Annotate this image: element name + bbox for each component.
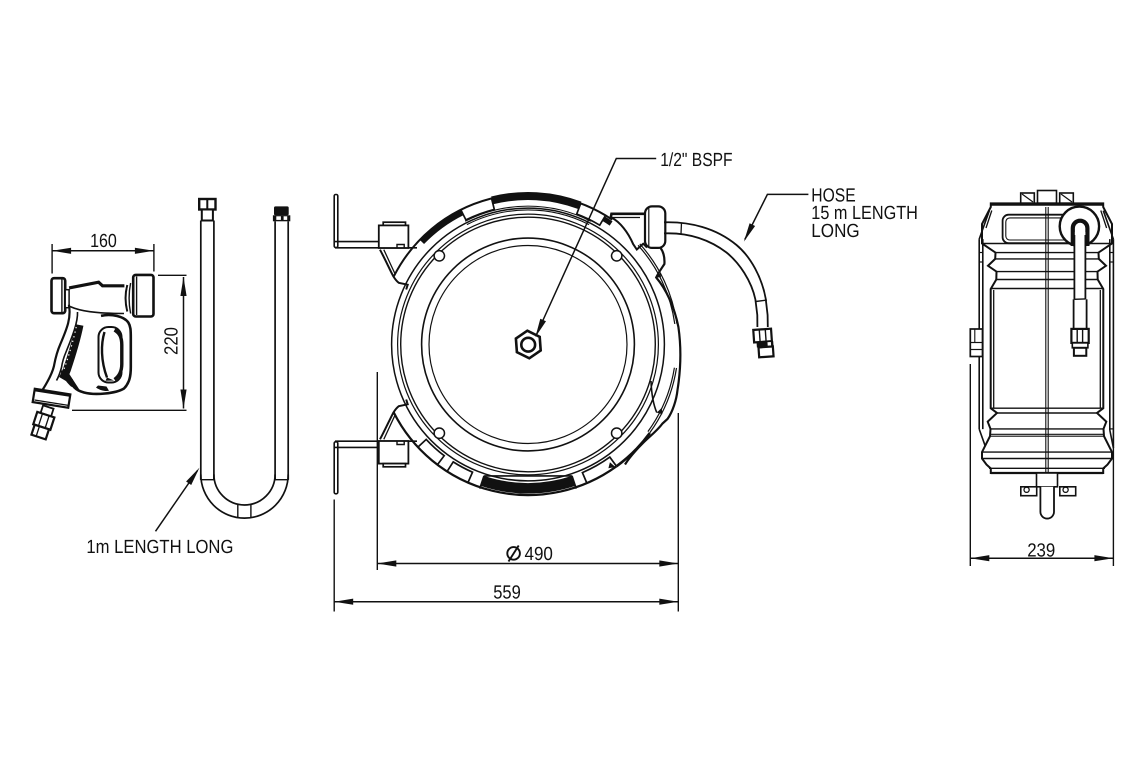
- svg-text:490: 490: [525, 544, 553, 565]
- svg-text:1m LENGTH LONG: 1m LENGTH LONG: [86, 537, 233, 558]
- svg-text:1/2" BSPF: 1/2" BSPF: [660, 150, 732, 171]
- svg-text:160: 160: [90, 231, 117, 252]
- svg-text:220: 220: [162, 327, 183, 355]
- svg-text:LONG: LONG: [811, 221, 859, 242]
- svg-text:239: 239: [1027, 541, 1055, 562]
- svg-text:559: 559: [493, 582, 521, 603]
